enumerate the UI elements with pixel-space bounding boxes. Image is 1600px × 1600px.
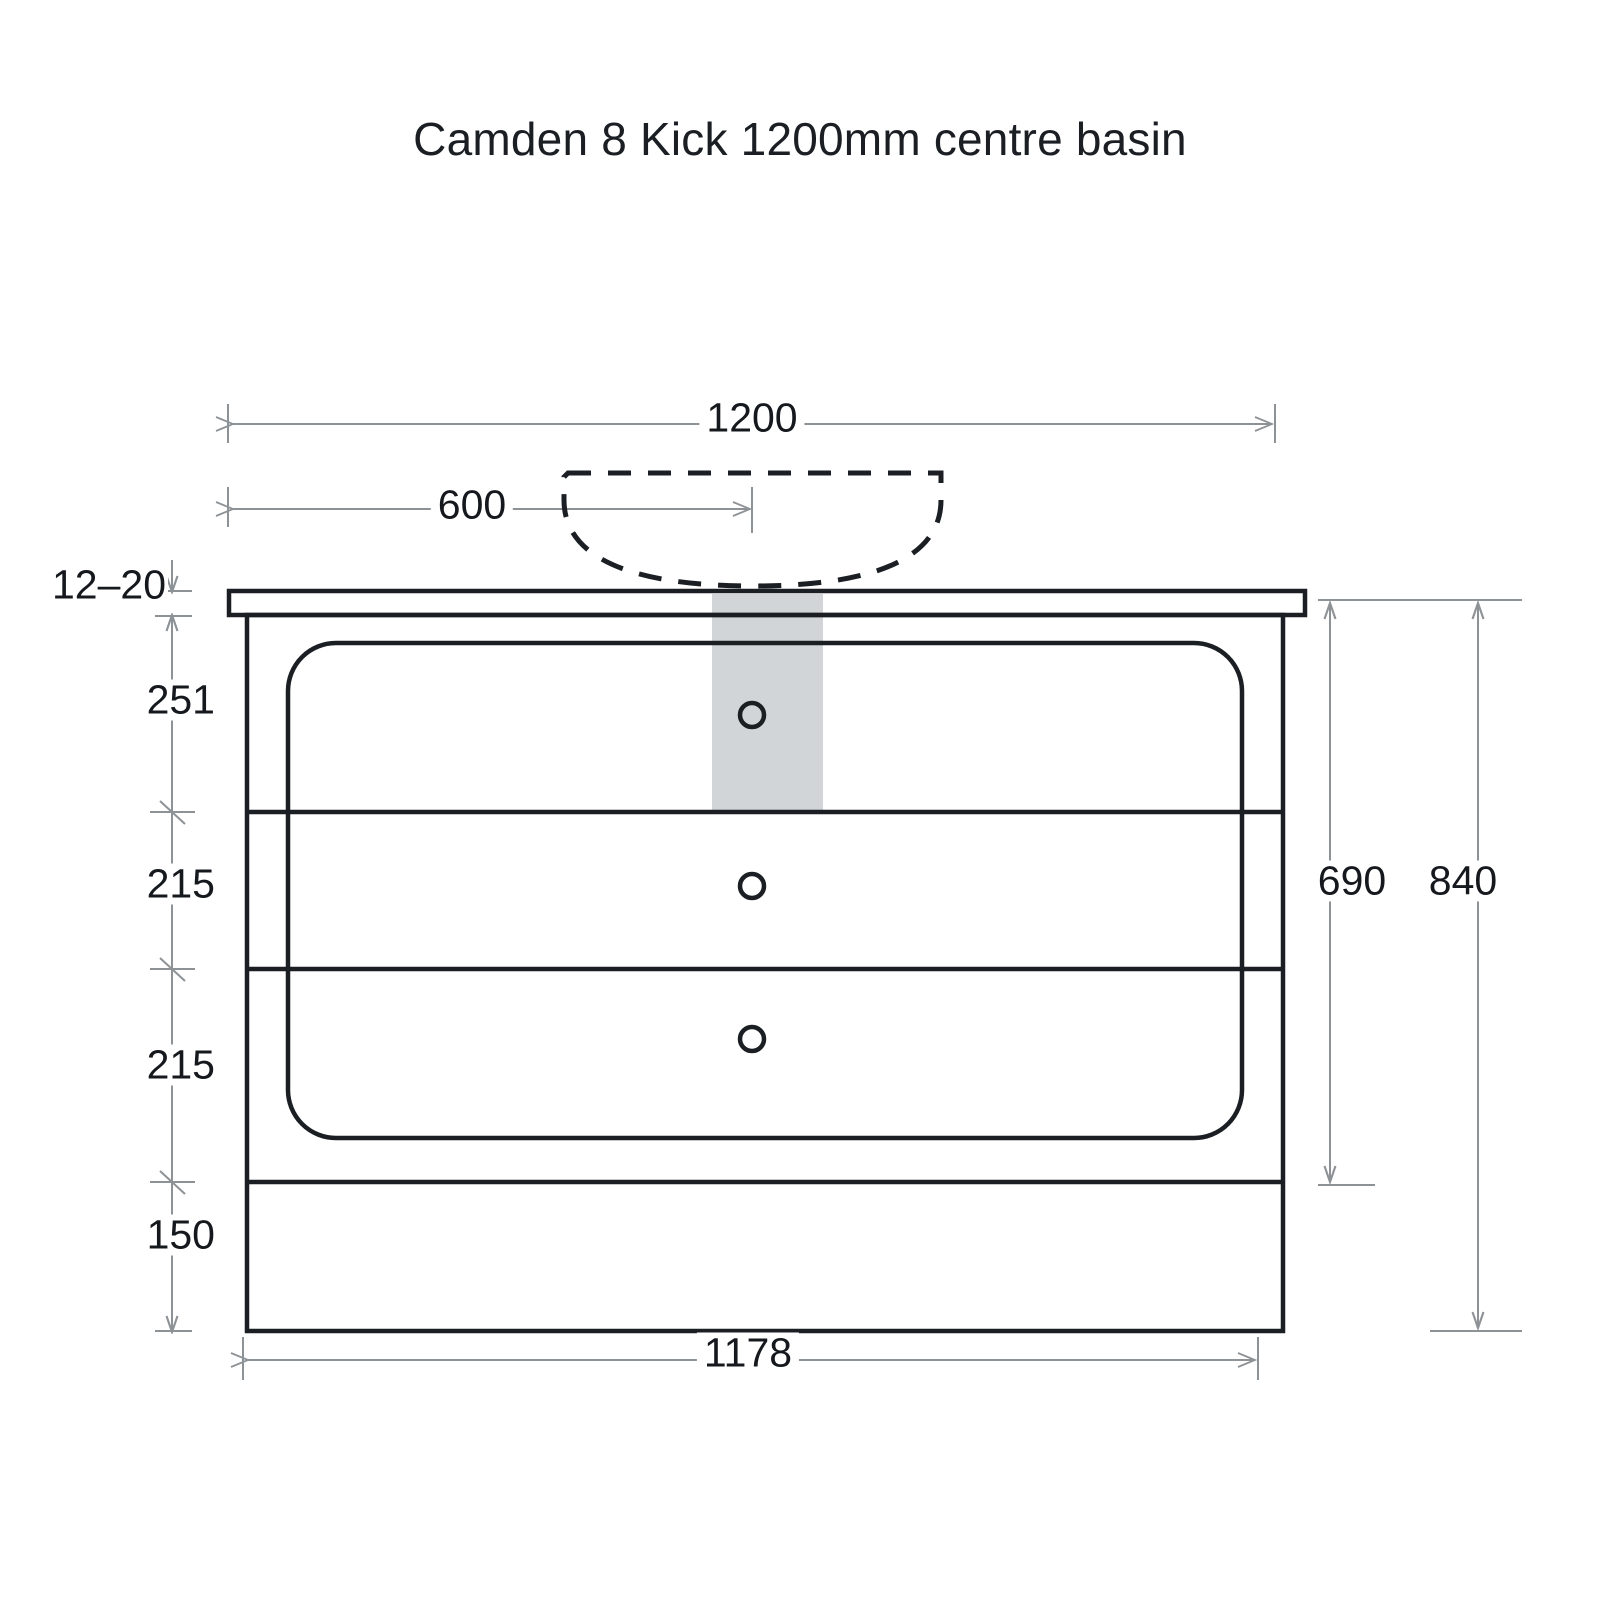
dim-label-drawer-3-height: 215 xyxy=(139,1044,222,1086)
dim-label-cabinet-width: 1178 xyxy=(696,1332,800,1374)
drawer-handles[interactable] xyxy=(737,700,767,1054)
drawer-divider-lines xyxy=(247,809,1283,1185)
handle-drawer-top xyxy=(737,700,767,730)
dim-label-worktop-thickness: 12–20 xyxy=(44,564,168,606)
dim-label-overall-height: 840 xyxy=(1421,860,1505,902)
dimension-overall-height xyxy=(1430,604,1522,1332)
dim-label-basin-offset: 600 xyxy=(430,484,514,526)
dim-label-kick-height: 150 xyxy=(139,1214,222,1256)
dim-label-drawer-1-height: 251 xyxy=(139,679,222,721)
dim-label-top-width: 1200 xyxy=(699,397,805,439)
drawer-front-block xyxy=(285,640,1245,1141)
handle-drawer-bottom xyxy=(737,1024,767,1054)
dim-label-cabinet-height: 690 xyxy=(1310,860,1394,902)
basin-outline-hidden xyxy=(561,470,944,589)
page-title: Camden 8 Kick 1200mm centre basin xyxy=(413,113,1187,165)
dim-label-drawer-2-height: 215 xyxy=(139,863,222,905)
handle-drawer-middle xyxy=(737,871,767,901)
cabinet-carcass xyxy=(244,612,1286,1334)
waste-clearance-panel xyxy=(712,594,823,812)
